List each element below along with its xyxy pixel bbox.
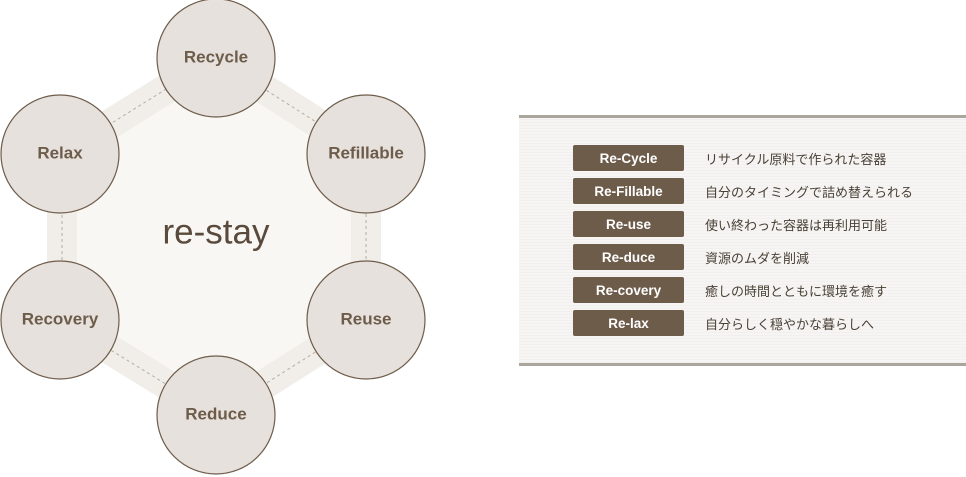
re-stay-cycle-diagram: re-stay Recycle Refillable Reuse Reduce … (0, 0, 426, 475)
legend-description: 自分らしく穏やかな暮らしへ (705, 317, 875, 333)
node-label: Recycle (184, 47, 248, 66)
legend-row-recovery: Re-covery 癒しの時間とともに環境を癒す (573, 277, 887, 303)
node-label: Refillable (328, 143, 404, 162)
node-label: Relax (37, 143, 83, 162)
legend-tag: Re-lax (573, 310, 684, 336)
legend-description: 癒しの時間とともに環境を癒す (705, 284, 888, 300)
node-reduce: Reduce (156, 355, 276, 475)
legend-panel: Re-Cycle リサイクル原料で作られた容器 Re-Fillable 自分のタ… (519, 115, 966, 366)
legend-tag: Re-Cycle (573, 145, 684, 171)
node-relax: Relax (0, 94, 120, 214)
legend-row-recycle: Re-Cycle リサイクル原料で作られた容器 (573, 145, 886, 171)
legend-tag: Re-use (573, 211, 684, 237)
node-label: Reduce (185, 404, 246, 423)
legend-description: 使い終わった容器は再利用可能 (705, 218, 888, 234)
legend-tag: Re-covery (573, 277, 684, 303)
node-reuse: Reuse (306, 260, 426, 380)
legend-tag: Re-Fillable (573, 178, 684, 204)
legend-row-refillable: Re-Fillable 自分のタイミングで詰め替えられる (573, 178, 913, 204)
node-label: Recovery (22, 309, 99, 328)
legend-description: リサイクル原料で作られた容器 (705, 152, 887, 168)
legend-row-reuse: Re-use 使い終わった容器は再利用可能 (573, 211, 887, 237)
legend-row-relax: Re-lax 自分らしく穏やかな暮らしへ (573, 310, 874, 336)
legend-description: 自分のタイミングで詰め替えられる (705, 185, 914, 201)
legend-tag: Re-duce (573, 244, 684, 270)
legend-description: 資源のムダを削減 (705, 251, 810, 267)
node-recovery: Recovery (0, 260, 120, 380)
node-label: Reuse (340, 309, 391, 328)
node-recycle: Recycle (156, 0, 276, 118)
node-refillable: Refillable (306, 94, 426, 214)
legend-row-reduce: Re-duce 資源のムダを削減 (573, 244, 809, 270)
center-label: re-stay (163, 212, 270, 251)
